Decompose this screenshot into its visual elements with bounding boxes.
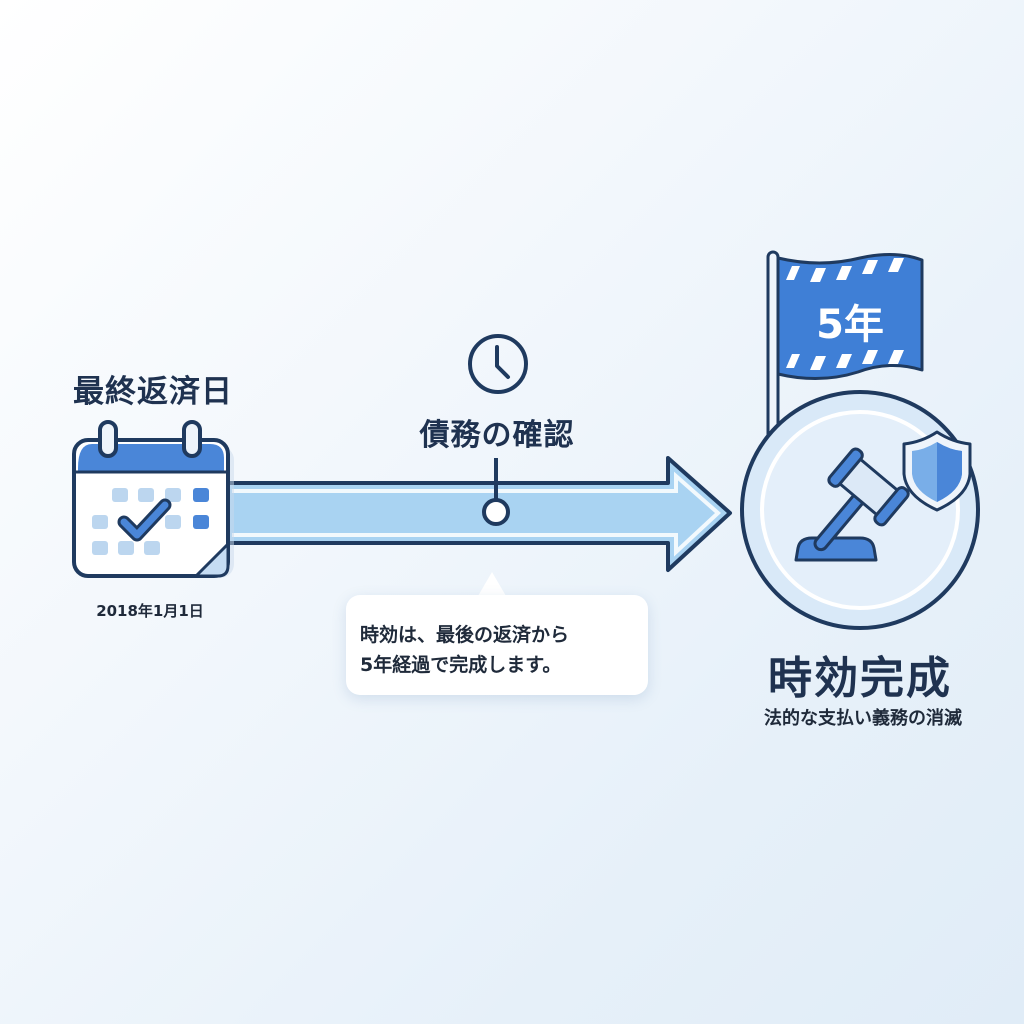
clock-icon (468, 334, 528, 394)
timeline-arrow (226, 456, 732, 572)
calendar-check-icon (72, 420, 234, 578)
gavel-icon (794, 447, 910, 562)
info-callout (346, 595, 648, 695)
start-date: 2018年1月1日 (96, 602, 204, 620)
start-label: 最終返済日 (73, 374, 233, 410)
callout-line-1: 時効は、最後の返済から (360, 624, 570, 646)
outcome-badge (740, 390, 980, 630)
flag-label: 5年 (816, 302, 884, 348)
outcome-title: 時効完成 (768, 653, 952, 704)
milestone-label: 債務の確認 (419, 418, 575, 453)
milestone-marker (482, 458, 510, 526)
outcome-subtitle: 法的な支払い義務の消滅 (764, 708, 962, 729)
callout-text: 時効は、最後の返済から 5年経過で完成します。 (360, 620, 640, 680)
shield-icon (902, 430, 972, 512)
callout-line-2: 5年経過で完成します。 (360, 654, 562, 676)
callout-tail (478, 572, 506, 596)
